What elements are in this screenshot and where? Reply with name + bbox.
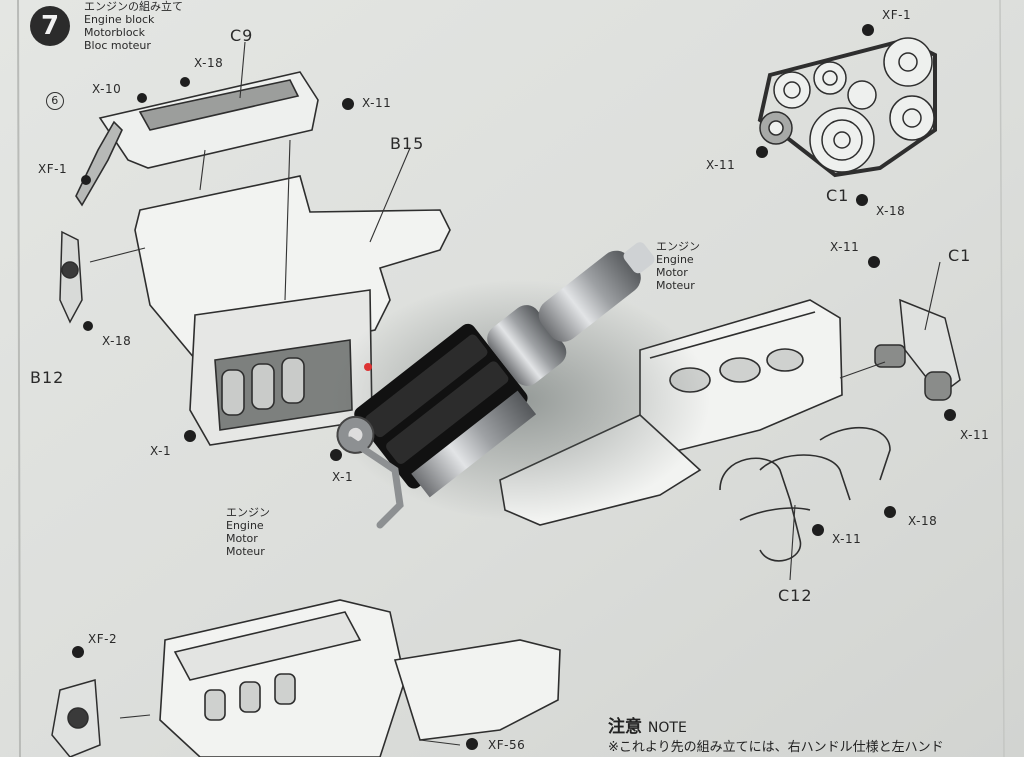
step-title-block: エンジンの組み立て Engine block Motorblock Bloc m… [84, 0, 183, 52]
engine-block-drawing [134, 175, 451, 446]
part-label-b15: B15 [390, 134, 425, 153]
circled-step-6: 6 [46, 92, 64, 110]
leader-lines [89, 41, 941, 746]
part-label-c12: C12 [778, 586, 813, 605]
engine-label-mid-en: Engine [656, 253, 694, 266]
fastener-x11-c: X-11 [830, 240, 860, 254]
engine-label-bottom-de: Motor [226, 532, 258, 545]
note-heading: 注意 NOTE [608, 712, 687, 737]
bottom-engine-drawing [159, 599, 561, 757]
engine-label-mid-jp: エンジン [656, 240, 700, 253]
engine-label-bottom: エンジン Engine Motor Moteur [226, 506, 270, 558]
fastener-xf2: XF-2 [88, 632, 118, 646]
fastener-xf1-a: XF-1 [38, 162, 68, 176]
fastener-x11-e: X-11 [832, 532, 862, 546]
fastener-xf56: XF-56 [488, 738, 526, 752]
step-title-en: Engine block [84, 13, 155, 26]
fastener-x11-b: X-11 [706, 158, 736, 172]
engine-label-mid-de: Motor [656, 266, 688, 279]
step-title-fr: Bloc moteur [84, 39, 151, 52]
part-label-c9: C9 [230, 26, 254, 45]
fastener-xf1-b: XF-1 [882, 8, 912, 22]
fastener-x11-d: X-11 [960, 428, 990, 442]
fastener-x18-d: X-18 [908, 514, 938, 528]
fastener-x18-a: X-18 [194, 56, 224, 70]
fastener-x18-b: X-18 [102, 334, 132, 348]
part-label-c1-top: C1 [826, 186, 850, 205]
engine-label-mid: エンジン Engine Motor Moteur [656, 240, 700, 292]
screw-icons [72, 24, 956, 750]
pulley-bracket-drawing [874, 298, 961, 401]
note-title-jp: 注意 [608, 717, 642, 737]
fastener-x18-c: X-18 [876, 204, 906, 218]
bottom-fan-drawing [51, 679, 101, 757]
step-number-badge: 7 [30, 6, 70, 46]
belt-drive-drawing [757, 37, 937, 178]
exhaust-manifold-drawing [719, 426, 891, 562]
engine-label-bottom-en: Engine [226, 519, 264, 532]
fan-drawing [59, 230, 83, 324]
part-label-b12: B12 [30, 368, 65, 387]
note-title-en: NOTE [647, 720, 687, 736]
engine-label-mid-fr: Moteur [656, 279, 695, 292]
step-title-jp: エンジンの組み立て [84, 0, 183, 13]
engine-model-photo [330, 242, 710, 529]
engine-label-bottom-jp: エンジン [226, 506, 270, 519]
part-label-c1-right: C1 [948, 246, 972, 265]
note-text: ※これより先の組み立てには、右ハンドル仕様と左ハンド [608, 740, 944, 755]
fastener-x11-a: X-11 [362, 96, 392, 110]
engine-label-bottom-fr: Moteur [226, 545, 265, 558]
fastener-x1-b: X-1 [332, 470, 354, 484]
step-title-de: Motorblock [84, 26, 145, 39]
fastener-x10: X-10 [92, 82, 122, 96]
fastener-x1-a: X-1 [150, 444, 172, 458]
